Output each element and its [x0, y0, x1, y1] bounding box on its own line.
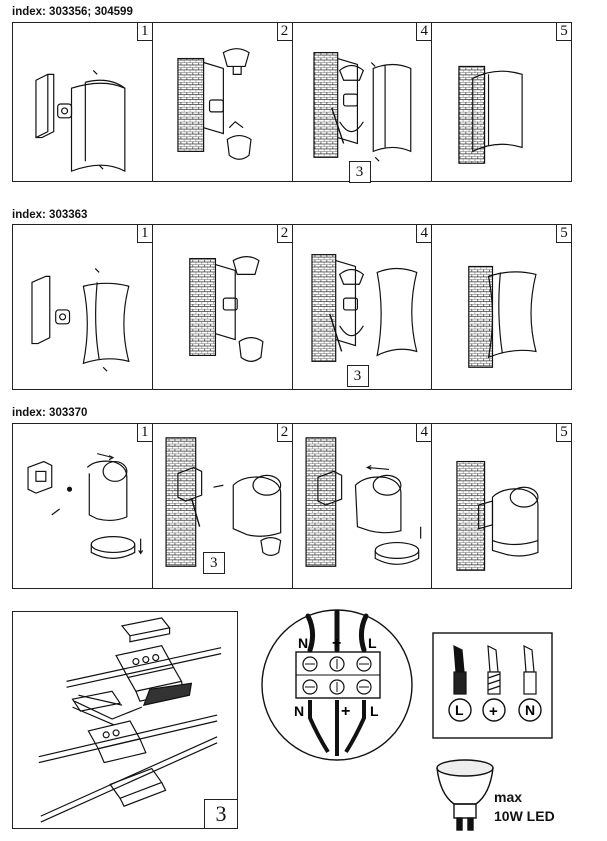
- step-number: 5: [556, 424, 571, 442]
- step-number: 1: [136, 424, 152, 442]
- bracket-mount-illustration: [31, 268, 130, 372]
- step-number: 4: [416, 225, 432, 243]
- step-cell: 5: [432, 424, 571, 588]
- step-cell: 4 3: [293, 225, 433, 389]
- bracket-mount-illustration: [35, 69, 126, 173]
- step-cell: 2: [153, 225, 293, 389]
- step-number: 2: [276, 225, 292, 243]
- step-cell: 5: [432, 23, 571, 181]
- finished-fixture-illustration: [468, 265, 538, 368]
- bracket-mount-illustration: [27, 453, 144, 559]
- step-number: 4: [416, 424, 432, 442]
- step-row-3: 1 2 3: [12, 423, 572, 589]
- wire-label-earth: +: [489, 703, 498, 720]
- step-cell: 1: [13, 225, 153, 389]
- step-number: 2: [276, 424, 292, 442]
- step-number: 1: [136, 23, 152, 41]
- terminal-bottom-label: N: [294, 703, 304, 719]
- wire-label-neutral: N: [525, 702, 535, 718]
- terminal-top-label: L: [368, 635, 377, 651]
- step-number: 1: [136, 225, 152, 243]
- terminal-bottom-label: +: [341, 703, 350, 720]
- step-row-2: 1 2 4: [12, 224, 572, 390]
- step-cell: 1: [13, 424, 153, 588]
- connector-wiring-illustration: [38, 617, 222, 823]
- step-number: 3: [204, 799, 237, 828]
- gu10-bulb-icon: [436, 759, 494, 831]
- step-cell: 1: [13, 23, 153, 181]
- step-cell: 2: [153, 23, 293, 181]
- callout-step-3: 3: [348, 161, 371, 183]
- step-row-1: 1 2 4: [12, 22, 572, 183]
- step-number: 2: [276, 23, 292, 41]
- wiring-panel: 3: [12, 611, 238, 829]
- callout-step-3: 3: [346, 365, 369, 387]
- terminal-block-diagram: N + L N + L: [261, 609, 413, 761]
- max-label: max: [494, 789, 523, 805]
- step-cell: 4 3: [293, 23, 433, 183]
- step-cell: 5: [432, 225, 571, 389]
- housing-fit-illustration: [304, 437, 421, 567]
- callout-step-3: 3: [202, 552, 225, 574]
- step-cell: 2 3: [153, 424, 293, 588]
- lamp-insert-illustration: [165, 437, 282, 567]
- step-cell: 4: [293, 424, 433, 588]
- housing-fit-illustration: [310, 254, 418, 362]
- section-index-3: index: 303370: [12, 407, 88, 419]
- wire-label-live: L: [455, 702, 464, 718]
- section-index-2: index: 303363: [12, 209, 88, 221]
- lamp-insert-illustration: [177, 48, 252, 160]
- finished-fixture-illustration: [458, 65, 523, 164]
- wire-legend: L + N: [432, 632, 553, 739]
- step-number: 4: [416, 23, 432, 41]
- step-number: 5: [556, 23, 571, 41]
- housing-fit-illustration: [312, 52, 411, 162]
- terminal-bottom-label: L: [370, 703, 379, 719]
- terminal-top-label: +: [332, 635, 341, 652]
- wattage-label: 10W LED: [494, 808, 555, 824]
- finished-fixture-illustration: [456, 460, 539, 571]
- max-wattage-label: max 10W LED: [494, 788, 555, 826]
- section-index-1: index: 303356; 304599: [12, 6, 133, 18]
- step-number: 5: [556, 225, 571, 243]
- lamp-insert-illustration: [188, 256, 264, 362]
- terminal-top-label: N: [298, 635, 308, 651]
